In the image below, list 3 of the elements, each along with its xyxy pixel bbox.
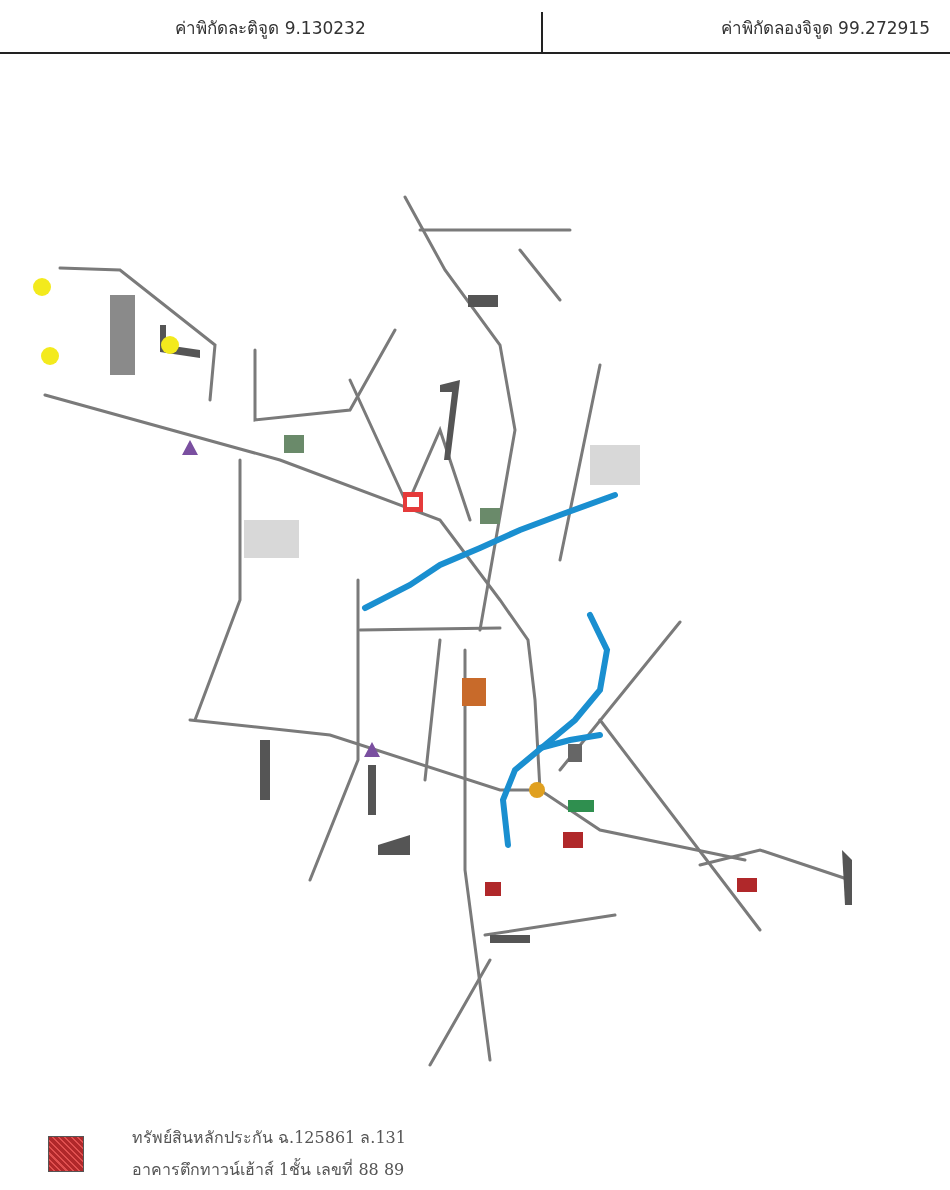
latitude-label: ค่าพิกัดละติจูด 9.130232 bbox=[174, 17, 367, 41]
legend-text: ทรัพย์สินหลักประกัน ฉ.125861 ล.131 อาคารตึกทาวน์เฮ้าส์ 1ชั้น เลขที่ 88 89 bbox=[132, 1127, 407, 1181]
longitude-label: ค่าพิกัดลองจิจูด 99.272915 bbox=[720, 17, 930, 41]
